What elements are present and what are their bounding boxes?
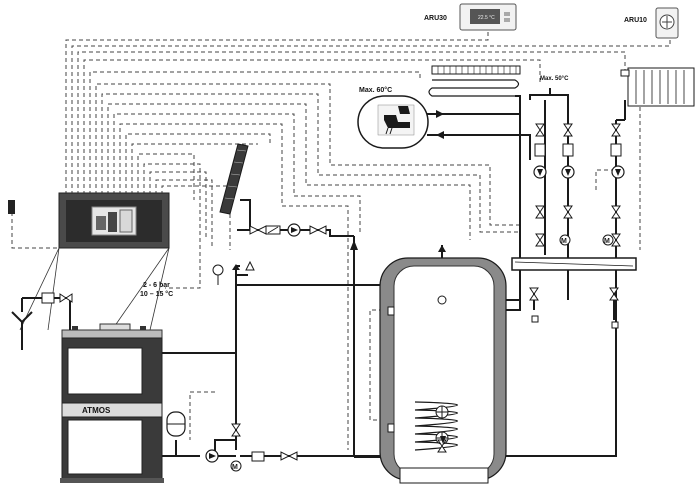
solar-collector	[219, 143, 249, 215]
flow-arrow-icon	[350, 110, 444, 250]
accumulation-tank	[379, 245, 507, 484]
pressure-label: 2 - 6 bar	[143, 282, 170, 289]
floor-max-temp-label: Max. 50°C	[540, 76, 569, 82]
radiator	[620, 67, 695, 107]
filter-icon	[41, 143, 622, 462]
dhw-heater	[357, 95, 429, 149]
valve-icon	[59, 123, 621, 461]
aru10-label: ARU10	[624, 17, 647, 24]
atmos-boiler	[60, 323, 164, 483]
three-way-valve-icon	[440, 436, 446, 444]
safety-valve-icon	[245, 260, 255, 271]
floor-heating-panel	[428, 65, 521, 97]
aru30-label: ARU30	[424, 15, 447, 22]
boiler-brand-label: ATMOS	[82, 406, 111, 415]
signal-wires	[11, 30, 671, 450]
pressure-gauge-icon	[212, 264, 224, 276]
inlet-temp-label: 10 – 15 °C	[140, 290, 173, 298]
pump-arrow-icon	[209, 169, 621, 459]
expansion-vessel	[166, 411, 186, 437]
aru30-display-value: 22.5 °C	[478, 15, 495, 21]
motor-valve-label-radiator: M	[604, 238, 610, 245]
boiler-controller-panel	[19, 192, 170, 331]
motor-valve-label-boiler: M	[232, 464, 238, 471]
aru10-room-unit	[655, 7, 679, 39]
motor-valve-icon	[230, 234, 614, 472]
air-vent-icon	[232, 264, 240, 270]
motor-valve-label-floor: M	[561, 238, 567, 245]
outdoor-sensor	[8, 200, 15, 214]
dhw-max-temp-label: Max. 60°C	[359, 86, 392, 94]
aru30-room-unit	[459, 3, 517, 31]
